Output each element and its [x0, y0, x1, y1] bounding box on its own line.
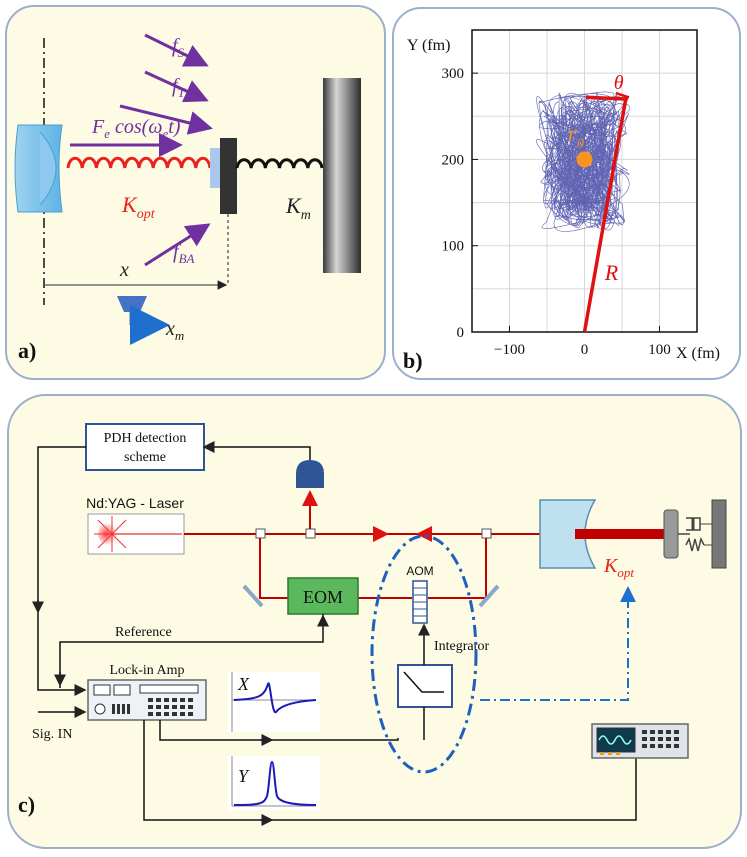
pdh-line1: PDH detection: [104, 431, 187, 446]
panel-c: PDH detection scheme Nd:YAG - Laser: [7, 394, 742, 849]
x-axis-label: X (fm): [676, 345, 720, 362]
laser-label: Nd:YAG - Laser: [86, 495, 184, 511]
detector-icon: [117, 296, 170, 345]
theta-line: [585, 95, 626, 101]
x-tick-label: −100: [494, 342, 525, 358]
R-label: R: [604, 260, 619, 285]
y-tick-label: 0: [457, 325, 465, 341]
panel-b-label: b): [403, 348, 423, 373]
x-signal-inset: X: [228, 672, 320, 732]
mechanical-oscillator-icon: [663, 499, 727, 569]
r-vector: [582, 98, 628, 333]
wall: [323, 78, 361, 273]
aom-icon: [412, 580, 428, 624]
lockin-amp-icon: [87, 679, 207, 721]
kopt-label: Kopt: [121, 192, 156, 222]
fs-sub: S: [178, 45, 185, 60]
panel-a: fS fT Fe cos(ωet) Kopt Km x fBA xm a): [5, 5, 386, 380]
xm-label: xm: [165, 318, 184, 343]
theta-marker: [615, 91, 630, 106]
fba-label: fBA: [173, 241, 195, 266]
y-tick-label: 200: [442, 152, 465, 168]
trajectory-path: [535, 91, 631, 232]
y-signal-inset: Y: [228, 756, 320, 810]
y-tick-label: 100: [442, 239, 465, 255]
eom-label: EOM: [303, 587, 343, 607]
oscilloscope-icon: [591, 723, 689, 759]
ft-label: f: [172, 75, 180, 97]
svg-text:fT: fT: [172, 75, 186, 100]
drive-force-label: Fe cos(ωet): [91, 116, 181, 141]
x-tick-label: 100: [648, 342, 671, 358]
feedback-loop-ellipse: [370, 534, 478, 774]
x-tick-label: 0: [581, 342, 589, 358]
integrator-label: Integrator: [434, 639, 490, 654]
photodetector-icon: [296, 460, 324, 488]
kopt-label-c: Kopt: [603, 555, 634, 580]
fs-label: f: [172, 35, 180, 57]
arrow-ft: [144, 70, 209, 103]
ft-sub: T: [178, 85, 186, 100]
integrator-box: [397, 664, 453, 708]
sig-in-label: Sig. IN: [32, 727, 72, 742]
y-tick-label: 300: [442, 66, 465, 82]
r0-sub: 0: [577, 136, 584, 151]
panel-c-label: c): [18, 792, 35, 817]
lockin-label: Lock-in Amp: [109, 663, 184, 678]
eom-box: [287, 577, 359, 615]
theta-label: θ: [614, 72, 624, 94]
x-label: x: [119, 259, 129, 281]
mechanical-spring: [235, 158, 324, 169]
feedback-dashdot: [480, 586, 636, 701]
pdh-box: [85, 423, 205, 471]
km-label: Km: [285, 193, 311, 223]
aom-label: AOM: [406, 564, 433, 578]
pdh-line2: scheme: [124, 450, 166, 465]
pad: [210, 148, 220, 188]
y-axis-label: Y (fm): [407, 37, 450, 54]
reference-label: Reference: [115, 625, 172, 640]
mechanical-mass: [220, 138, 237, 214]
y-inset-label: Y: [238, 766, 250, 786]
r0-label: r: [568, 120, 577, 145]
arrow-fba: [144, 223, 211, 267]
svg-text:fS: fS: [172, 35, 185, 60]
arrow-fs: [144, 33, 209, 67]
optical-spring: [66, 156, 212, 169]
x-inset-label: X: [237, 674, 250, 694]
panel-a-label: a): [18, 338, 36, 363]
arrow-ft2: [119, 104, 213, 135]
center-point: [576, 151, 593, 168]
